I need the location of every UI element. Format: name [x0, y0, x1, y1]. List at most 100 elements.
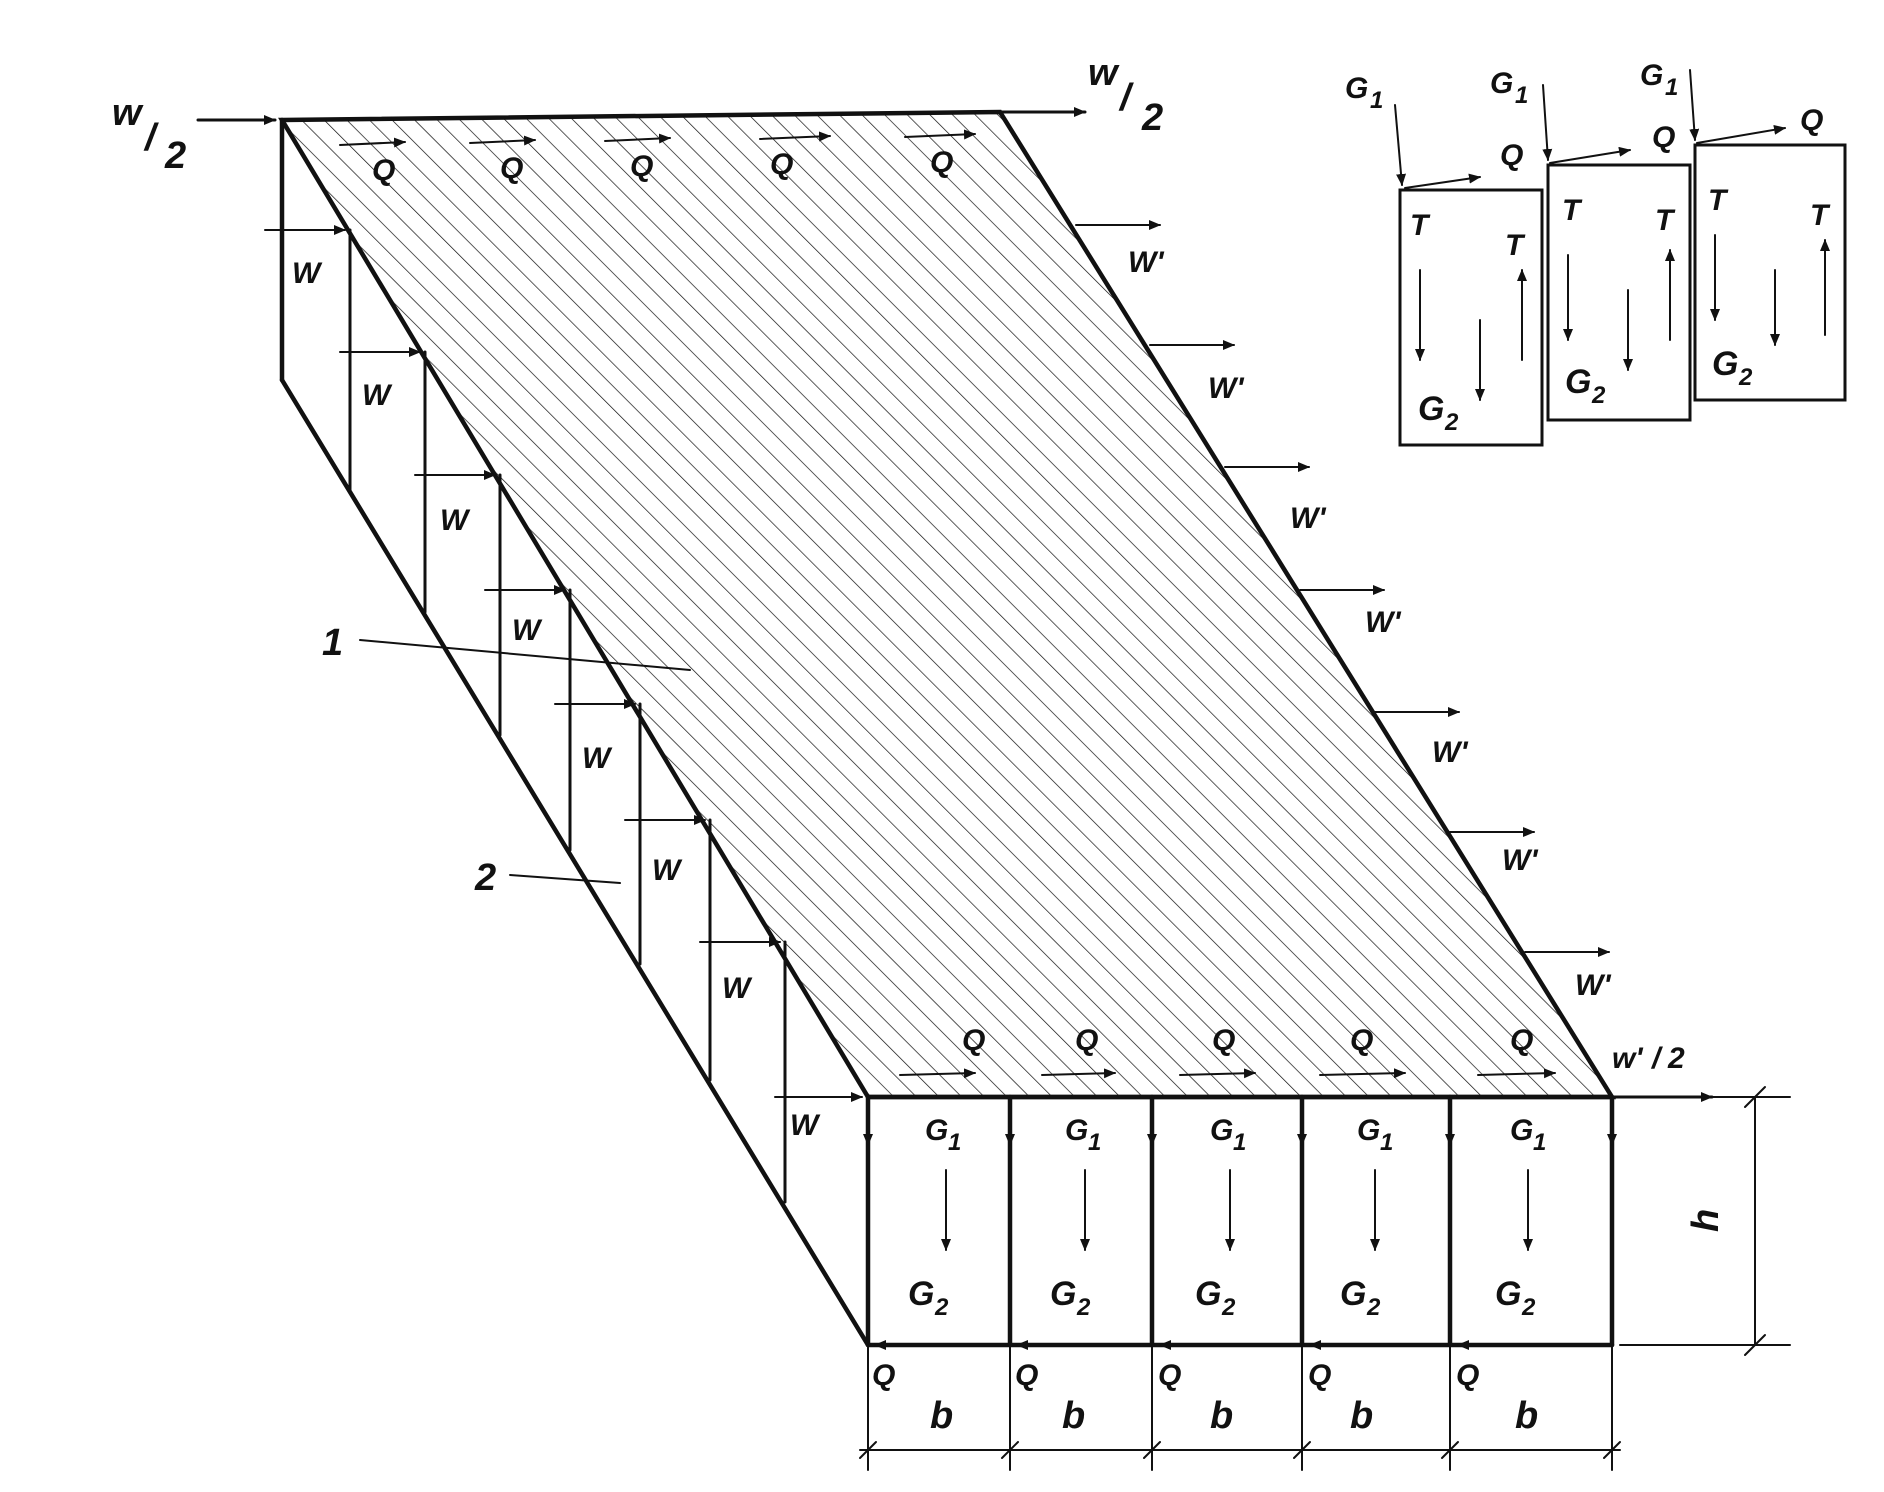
label-q-top-5: Q [930, 146, 953, 179]
svg-text:2: 2 [1738, 364, 1753, 391]
boundary-down-arrows [863, 1099, 1617, 1146]
label-w-front-5: W [582, 742, 613, 775]
svg-text:2: 2 [1444, 409, 1459, 436]
svg-text:G: G [908, 1275, 934, 1313]
svg-text:G: G [1050, 1275, 1076, 1313]
svg-text:Q: Q [1652, 121, 1675, 154]
inset-diagram [1394, 69, 1847, 447]
label-q-bottom-top-5: Q [1510, 1024, 1533, 1057]
label-slash-top-right: / [1118, 77, 1134, 119]
label-q-top-3: Q [630, 150, 653, 183]
label-w-prime-half: w' [1612, 1042, 1643, 1075]
svg-text:1: 1 [1533, 1129, 1546, 1156]
label-w-front-8: W [790, 1109, 821, 1142]
label-w-front-7: W [722, 972, 753, 1005]
leader-line-2 [509, 874, 621, 884]
label-q-bottom-top-3: Q [1212, 1024, 1235, 1057]
label-q-below-2: Q [1015, 1359, 1038, 1392]
svg-text:G: G [1712, 345, 1738, 383]
label-slash-bottom-right: / [1650, 1042, 1663, 1075]
svg-text:1: 1 [948, 1129, 961, 1156]
q-arrows-top [339, 129, 976, 148]
label-w-top-left: w [112, 92, 144, 134]
svg-text:T: T [1655, 204, 1676, 237]
svg-text:G: G [1418, 390, 1444, 428]
label-slash-top-left: / [143, 117, 159, 159]
svg-text:1: 1 [1233, 1129, 1246, 1156]
label-w-prime-4: W' [1365, 606, 1401, 639]
label-q-bottom-top-1: Q [962, 1024, 985, 1057]
svg-text:1: 1 [1665, 74, 1678, 101]
label-w-front-1: W [292, 257, 323, 290]
label-q-bottom-top-4: Q [1350, 1024, 1373, 1057]
svg-text:2: 2 [1076, 1294, 1091, 1321]
svg-text:G: G [1340, 1275, 1366, 1313]
dimension-h [1619, 1086, 1791, 1356]
svg-text:G: G [1510, 1114, 1533, 1147]
svg-text:1: 1 [1515, 82, 1528, 109]
label-w-prime-3: W' [1290, 502, 1326, 535]
label-w-prime-6: W' [1502, 844, 1538, 877]
label-q-top-1: Q [372, 154, 395, 187]
label-w-front-4: W [512, 614, 543, 647]
reference-number-2: 2 [474, 857, 496, 899]
svg-text:G: G [1065, 1114, 1088, 1147]
label-b-5: b [1515, 1395, 1538, 1437]
front-face-outer-edge [279, 377, 871, 1348]
svg-text:G: G [925, 1114, 948, 1147]
w-arrows-front [264, 225, 863, 1102]
svg-text:G: G [1357, 1114, 1380, 1147]
svg-text:G: G [1640, 59, 1663, 92]
svg-text:T: T [1562, 194, 1583, 227]
svg-text:2: 2 [934, 1294, 949, 1321]
label-q-below-5: Q [1456, 1359, 1479, 1392]
svg-text:T: T [1810, 199, 1831, 232]
svg-text:G: G [1345, 72, 1368, 105]
label-w-front-3: W [440, 504, 471, 537]
label-q-top-2: Q [500, 152, 523, 185]
svg-text:T: T [1505, 229, 1526, 262]
reference-number-1: 1 [322, 622, 343, 664]
leader-line-1 [359, 639, 691, 671]
label-w-prime-2: W' [1208, 372, 1244, 405]
svg-text:G: G [1495, 1275, 1521, 1313]
svg-text:2: 2 [1521, 1294, 1536, 1321]
label-b-4: b [1350, 1395, 1373, 1437]
front-face-layer-lines [348, 228, 787, 1204]
svg-text:G: G [1210, 1114, 1233, 1147]
label-2-top-left: 2 [164, 135, 186, 177]
label-q-below-3: Q [1158, 1359, 1181, 1392]
hatched-top-face [282, 112, 1612, 1097]
label-q-top-4: Q [770, 148, 793, 181]
svg-text:G: G [1490, 67, 1513, 100]
label-h: h [1685, 1209, 1727, 1232]
svg-text:1: 1 [1370, 87, 1383, 114]
label-w-prime-1: W' [1128, 246, 1164, 279]
label-w-top-right: w [1088, 52, 1120, 94]
label-w-prime-5: W' [1432, 736, 1468, 769]
svg-text:2: 2 [1366, 1294, 1381, 1321]
label-q-below-1: Q [872, 1359, 895, 1392]
svg-text:1: 1 [1088, 1129, 1101, 1156]
svg-text:2: 2 [1591, 382, 1606, 409]
svg-text:1: 1 [1380, 1129, 1393, 1156]
label-b-3: b [1210, 1395, 1233, 1437]
label-2-top-right: 2 [1141, 97, 1163, 139]
svg-text:T: T [1708, 184, 1729, 217]
svg-text:T: T [1410, 209, 1431, 242]
q-arrows-bottom-top [899, 1068, 1556, 1079]
svg-text:Q: Q [1800, 104, 1823, 137]
label-w-front-6: W [652, 854, 683, 887]
svg-text:2: 2 [1221, 1294, 1236, 1321]
dimension-b [859, 1344, 1621, 1471]
label-b-2: b [1062, 1395, 1085, 1437]
block-inner-arrows [941, 1169, 1533, 1251]
label-2-bottom-right: 2 [1667, 1042, 1685, 1075]
svg-text:G: G [1565, 363, 1591, 401]
label-q-bottom-top-2: Q [1075, 1024, 1098, 1057]
label-b-1: b [930, 1395, 953, 1437]
svg-text:Q: Q [1500, 139, 1523, 172]
